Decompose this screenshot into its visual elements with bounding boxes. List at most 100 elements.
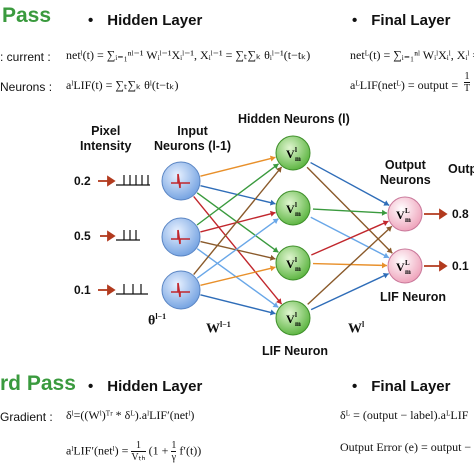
backward-final-layer-heading: • Final Layer: [352, 378, 450, 395]
forward-current-label: : current :: [0, 50, 51, 64]
forward-hidden-net-equation: netˡ(t) = ∑ᵢ₌₁ⁿˡ⁻¹ Wᵢˡ⁻¹Xᵢˡ⁻¹, Xᵢˡ⁻¹ = ∑…: [66, 48, 311, 62]
hidden-neuron-3: V l m: [275, 245, 311, 281]
output-value-2: 0.1: [452, 259, 469, 273]
hidden-neuron-2: V l m: [275, 190, 311, 226]
edge-hidden4-output2-arrowhead: [382, 272, 389, 279]
output-neuron-2: V L m: [387, 248, 423, 284]
edge-input2-hidden1-arrowhead: [272, 163, 279, 170]
edge-input3-hidden1: [193, 166, 283, 275]
edge-hidden2-output1: [312, 208, 388, 214]
forward-final-activation-equation: aᴸLIF(netᴸ) = output =: [350, 78, 459, 92]
edge-hidden1-output1: [310, 161, 390, 207]
edge-hidden4-output1-arrowhead: [386, 226, 392, 232]
hidden-neuron-sub: m: [295, 265, 301, 273]
fraction-numerator: 1: [171, 440, 177, 452]
edge-input1-hidden3-arrowhead: [272, 246, 279, 253]
backward-hidden-layer-heading: •Hidden Layer: [88, 378, 202, 395]
output-neurons-label: Output Neurons: [380, 158, 431, 188]
pixel-intensity-line2: Intensity: [80, 139, 132, 153]
hidden-neuron-sup: l: [295, 311, 297, 319]
forward-hidden-layer-heading: •Hidden Layer: [88, 12, 202, 29]
input-neuron-2: [161, 217, 201, 257]
input-neurons-line2: Neurons (l-1): [154, 139, 232, 153]
edge-hidden3-output2-arrowhead: [381, 262, 388, 269]
edge-input3-hidden1-arrowhead: [276, 166, 282, 173]
output-neuron-sub: m: [405, 268, 411, 276]
input-neurons-line1: Input: [177, 124, 208, 138]
forward-hidden-activation-equation: aˡLIF(t) = ∑ₜ∑ₖ θˡ(t−tₖ): [66, 78, 179, 92]
input-value-3: 0.1: [74, 283, 91, 297]
edge-input2-hidden3: [200, 240, 276, 260]
edge-hidden2-output1-arrowhead: [381, 209, 388, 216]
edge-input1-hidden1-arrowhead: [269, 155, 276, 162]
input-value-2: 0.5: [74, 229, 91, 243]
output-neurons-line2: Neurons: [380, 173, 431, 187]
input-neuron-3: [161, 270, 201, 310]
fraction-numerator: 1: [464, 71, 471, 83]
hidden-neuron-label: V: [286, 257, 295, 271]
edge-hidden2-output2-arrowhead: [383, 252, 390, 259]
hidden-neuron-label: V: [286, 312, 295, 326]
derivative-mid: (1 +: [148, 443, 169, 458]
backward-derivative-equation: aˡLIF′(netˡ) = 1 Vₜₕ (1 + 1 γ f′(t)): [66, 440, 201, 463]
hidden-neuron-4: V l m: [275, 300, 311, 336]
hidden-neuron-sub: m: [295, 210, 301, 218]
lif-neuron-hidden-label: LIF Neuron: [262, 344, 328, 358]
hidden-neuron-sup: l: [295, 256, 297, 264]
output-neuron-1: V L m: [387, 196, 423, 232]
weight-cur-sup: l: [362, 320, 365, 329]
derivative-right: f′(t)): [179, 443, 202, 458]
weight-prev-label: Wl−1: [206, 320, 231, 338]
edge-input1-hidden1: [200, 156, 276, 177]
hidden-neuron-label: V: [286, 147, 295, 161]
output-neuron-label: V: [396, 260, 405, 274]
fraction-denominator: Vₜₕ: [131, 452, 146, 463]
spike-train-2: [116, 230, 140, 241]
hidden-neurons-label: Hidden Neurons (l): [238, 112, 350, 126]
output-neurons: V L m V L m: [387, 196, 423, 284]
edge-input3-hidden4: [200, 294, 276, 315]
input-arrows: [98, 175, 116, 296]
hidden-neuron-label: V: [286, 202, 295, 216]
bullet: •: [352, 12, 358, 29]
backward-final-layer-text: Final Layer: [371, 378, 451, 395]
bullet: •: [352, 378, 358, 395]
bullet: •: [88, 12, 94, 29]
input-neurons-label: Input Neurons (l-1): [154, 124, 231, 154]
hidden-neuron-sup: l: [295, 146, 297, 154]
weight-prev-symbol: W: [206, 321, 220, 337]
output-neuron-label: V: [396, 208, 405, 222]
hidden-neurons: V l m V l m V l m V l m: [275, 135, 311, 336]
edge-input2-hidden2: [200, 211, 276, 233]
forward-final-net-equation: netᴸ(t) = ∑ᵢ₌₁ⁿˡ WᵢˡXᵢˡ, Xᵢˡ =: [350, 48, 474, 62]
fraction-denominator: γ: [171, 452, 177, 463]
weight-prev-sup: l−1: [220, 320, 231, 329]
forward-neurons-label: Neurons :: [0, 80, 53, 94]
backward-gradient-label: Gradient :: [0, 410, 53, 424]
edge-hidden4-output2: [310, 272, 389, 311]
input-neurons: [161, 161, 201, 310]
derivative-fraction-2: 1 γ: [171, 440, 177, 463]
edge-hidden1-output1-arrowhead: [383, 200, 390, 206]
input-neuron-1: [161, 161, 201, 201]
edge-input3-hidden3: [200, 266, 276, 286]
output-arrows: [424, 208, 448, 272]
spike-trains: [116, 175, 150, 295]
edge-input3-hidden2-arrowhead: [272, 218, 279, 225]
edge-hidden4-output1: [307, 225, 393, 305]
backward-output-error-equation: Output Error (e) = output −: [340, 440, 472, 454]
edge-input3-hidden3-arrowhead: [269, 265, 276, 272]
output-value-1: 0.8: [452, 207, 469, 221]
edge-hidden1-output2-arrowhead: [386, 247, 393, 254]
edge-hidden3-output1-arrowhead: [382, 220, 389, 226]
pixel-intensity-label: Pixel Intensity: [80, 124, 131, 154]
derivative-fraction-1: 1 Vₜₕ: [131, 440, 146, 463]
connection-edges: [193, 155, 393, 316]
output-neuron-sup: L: [405, 259, 410, 267]
hidden-neuron-sup: l: [295, 201, 297, 209]
forward-final-fraction: 1 T: [464, 71, 471, 94]
edge-input2-hidden2-arrowhead: [269, 210, 276, 217]
edge-input1-hidden2-arrowhead: [269, 199, 276, 206]
bullet: •: [88, 378, 94, 395]
hidden-neuron-sub: m: [295, 155, 301, 163]
